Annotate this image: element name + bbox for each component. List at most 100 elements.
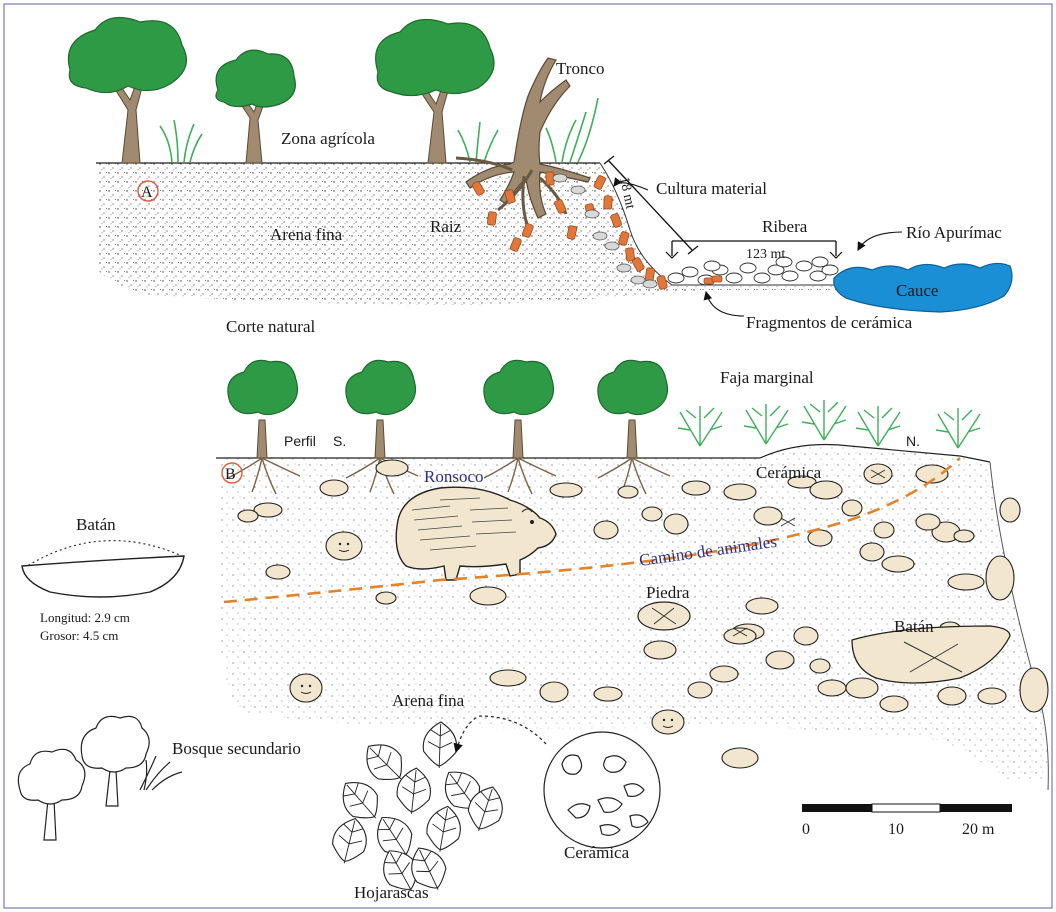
label-raiz: Raiz (430, 217, 462, 236)
label-tronco: Tronco (556, 59, 605, 78)
stone (238, 510, 258, 522)
piedra-stone (638, 602, 690, 630)
label-cultura-material: Cultura material (656, 179, 767, 198)
section-a: 18 mt A Tronco Zona agrícola Cultura mat… (68, 18, 1012, 337)
river-pebble (682, 267, 698, 277)
stone (540, 682, 568, 702)
hojarascas-icon (328, 721, 509, 899)
stone (644, 641, 676, 659)
shrub-b (802, 400, 846, 440)
stone (842, 500, 862, 516)
scale-tick-20: 20 m (962, 821, 995, 838)
shrub-b (856, 406, 900, 446)
stone (938, 687, 966, 705)
river-pebble (812, 257, 828, 267)
batan-detail: Batán Longitud: 2.9 cm Grosor: 4.5 cm (22, 515, 184, 643)
tree-a3 (376, 20, 494, 164)
shrub-b (678, 406, 722, 446)
label-zona-agricola: Zona agrícola (281, 129, 375, 148)
ceramic-shard (604, 196, 613, 209)
section-b: B Faja marginal Perfil S. N. Cerámica Ro… (216, 360, 1048, 790)
stone (594, 521, 618, 539)
gravel-stone (617, 264, 631, 272)
label-norte: N. (906, 433, 920, 449)
label-batan-b: Batán (894, 617, 934, 636)
label-corte-natural: Corte natural (226, 317, 315, 336)
bosque-secundario-icon (18, 716, 182, 840)
label-rio-apurimac: Río Apurímac (906, 223, 1002, 242)
stone (490, 670, 526, 686)
label-arena-fina-a: Arena fina (270, 225, 343, 244)
label-ribera: Ribera (762, 217, 808, 236)
label-hojarascas: Hojarascas (354, 883, 429, 902)
label-ronsoco: Ronsoco (424, 467, 484, 486)
stone (860, 543, 884, 561)
shrub-b (936, 408, 980, 448)
river-pebble (704, 261, 720, 271)
stone (874, 522, 894, 538)
label-arena-fina-b: Arena fina (392, 691, 465, 710)
stone (1020, 668, 1048, 712)
ceramic-shard (712, 276, 722, 282)
shrub-b (744, 404, 788, 444)
label-piedra: Piedra (646, 583, 690, 602)
stone (978, 688, 1006, 704)
label-cauce: Cauce (896, 281, 938, 300)
stone (986, 556, 1014, 600)
gravel-stone (605, 242, 619, 250)
stone (846, 678, 878, 698)
stone (948, 574, 984, 590)
stone (1000, 498, 1020, 522)
scale-tick-0: 0 (802, 821, 810, 838)
stone (882, 556, 914, 572)
ceramica-detail-icon (544, 732, 660, 848)
stone (954, 530, 974, 542)
stone (642, 507, 662, 521)
stone (290, 674, 322, 702)
stone (266, 565, 290, 579)
legend: Bosque secundario Hojarascas Cerámica 0 … (18, 716, 1012, 902)
stone (746, 598, 778, 614)
label-ribera-dimension: 123 mt (746, 247, 785, 262)
gravel-stone (553, 174, 567, 182)
stone (766, 651, 794, 669)
stone (376, 592, 396, 604)
stone (376, 460, 408, 476)
stone (594, 687, 622, 701)
stone (326, 532, 362, 560)
label-fragmentos: Fragmentos de cerámica (746, 313, 913, 332)
ceramic-shard (645, 268, 655, 282)
stone (550, 483, 582, 497)
batan-grosor: Grosor: 4.5 cm (40, 628, 118, 643)
label-bosque-secundario: Bosque secundario (172, 739, 301, 758)
leaf (333, 772, 388, 829)
batan-detail-title: Batán (76, 515, 116, 534)
stone (916, 514, 940, 530)
gravel-stone (585, 210, 599, 218)
grass-b (678, 400, 980, 448)
section-a-marker: A (141, 184, 153, 201)
gravel-stone (571, 186, 585, 194)
stone (664, 514, 688, 534)
stone (652, 710, 684, 734)
river-pebble (726, 273, 742, 283)
stone (818, 680, 846, 696)
gravel-stone (593, 232, 607, 240)
stone (470, 587, 506, 605)
stone (810, 659, 830, 673)
stone (724, 484, 756, 500)
river-pebble (740, 263, 756, 273)
stone (880, 696, 908, 712)
section-b-marker: B (225, 466, 236, 483)
leaf (423, 721, 458, 768)
ceramic-shard (487, 212, 497, 226)
scale-tick-10: 10 (888, 821, 904, 838)
scale-bar: 0 10 20 m (802, 804, 1012, 838)
river-pebble (668, 273, 684, 283)
river-pebble (796, 261, 812, 271)
gravel-stone (643, 280, 657, 288)
label-faja-marginal: Faja marginal (720, 368, 814, 387)
stone (754, 507, 782, 525)
river-pebble (782, 271, 798, 281)
stone (320, 480, 348, 496)
